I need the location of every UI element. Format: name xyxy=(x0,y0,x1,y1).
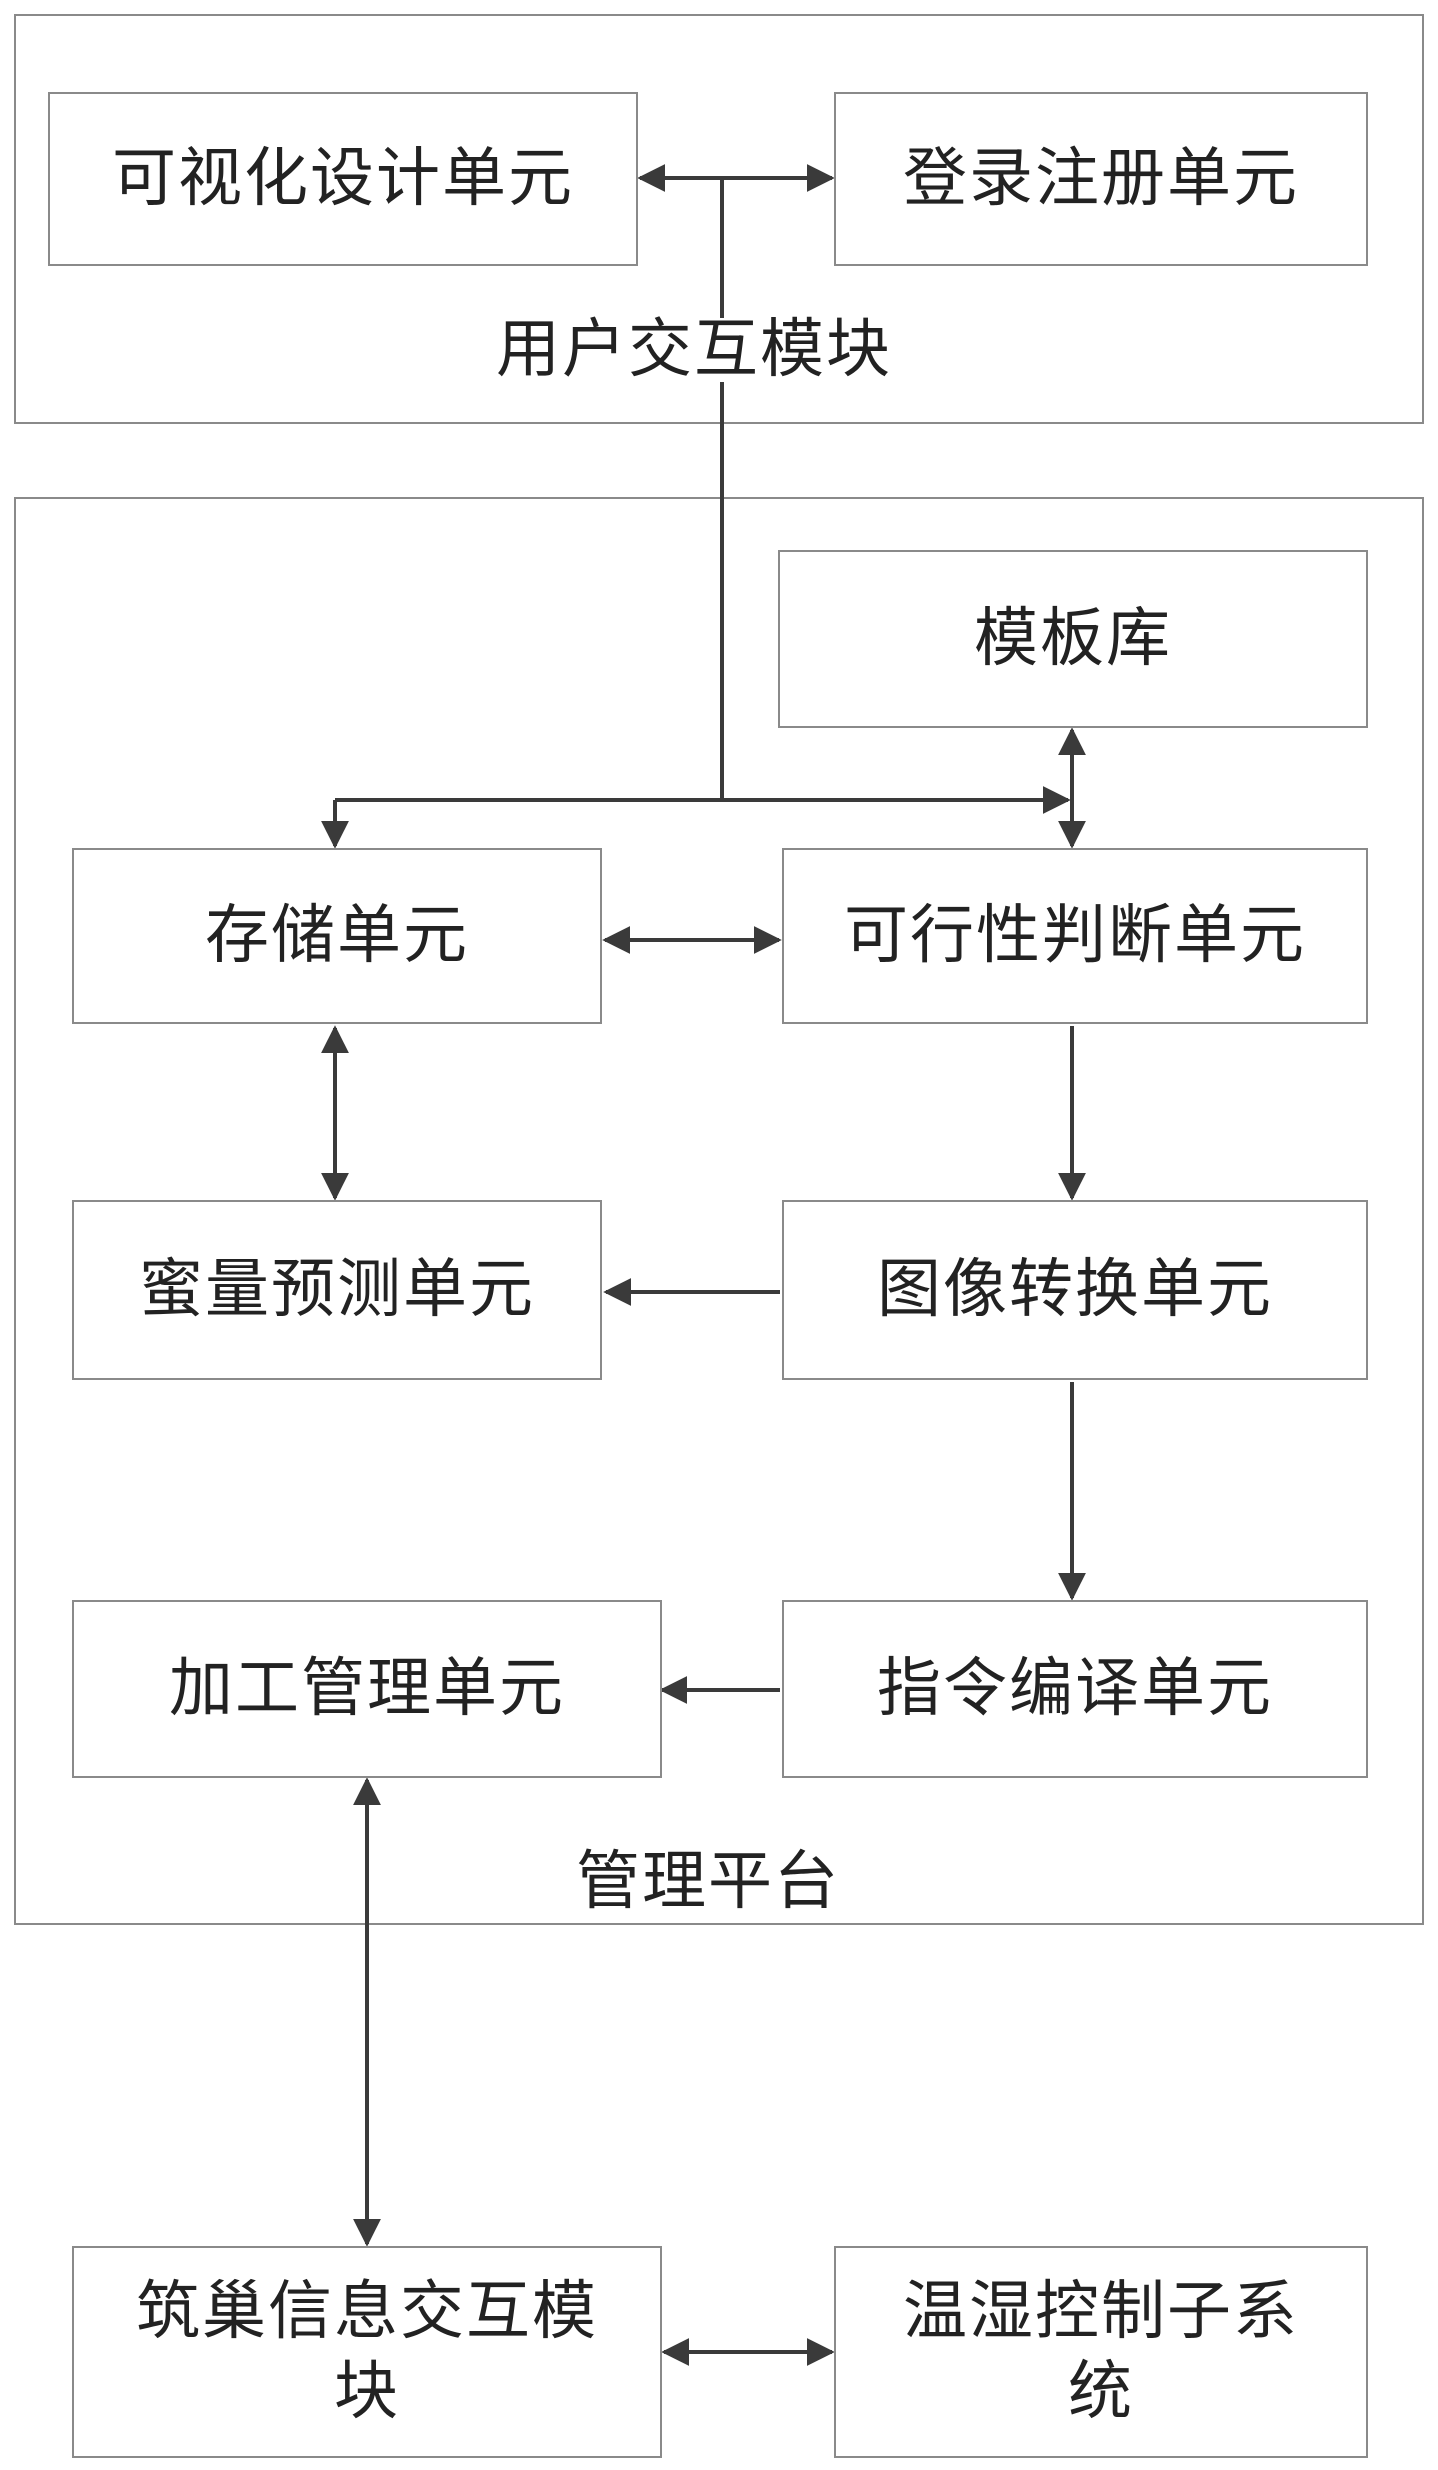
feasibility-judgment-unit-box: 可行性判断单元 xyxy=(782,848,1368,1024)
management-platform-label: 管理平台 xyxy=(572,1850,844,1914)
nest-info-interaction-module-label: 筑巢信息交互模块 xyxy=(136,2275,598,2429)
honey-yield-prediction-unit-box: 蜜量预测单元 xyxy=(72,1200,602,1380)
visual-design-unit-box: 可视化设计单元 xyxy=(48,92,638,266)
honey-yield-prediction-unit-label: 蜜量预测单元 xyxy=(139,1253,535,1327)
visual-design-unit-label: 可视化设计单元 xyxy=(112,142,574,216)
storage-unit-label: 存储单元 xyxy=(205,899,469,973)
user-interaction-module-group xyxy=(14,14,1424,424)
processing-management-unit-label: 加工管理单元 xyxy=(169,1652,565,1726)
user-interaction-module-label: 用户交互模块 xyxy=(492,318,896,382)
image-conversion-unit-box: 图像转换单元 xyxy=(782,1200,1368,1380)
storage-unit-box: 存储单元 xyxy=(72,848,602,1024)
management-platform-group xyxy=(14,497,1424,1925)
nest-info-interaction-module-box: 筑巢信息交互模块 xyxy=(72,2246,662,2458)
login-register-unit-box: 登录注册单元 xyxy=(834,92,1368,266)
instruction-compilation-unit-label: 指令编译单元 xyxy=(877,1652,1273,1726)
template-library-label: 模板库 xyxy=(974,602,1172,676)
template-library-box: 模板库 xyxy=(778,550,1368,728)
temp-humidity-control-subsystem-box: 温湿控制子系统 xyxy=(834,2246,1368,2458)
image-conversion-unit-label: 图像转换单元 xyxy=(877,1253,1273,1327)
login-register-unit-label: 登录注册单元 xyxy=(903,142,1299,216)
instruction-compilation-unit-box: 指令编译单元 xyxy=(782,1600,1368,1778)
temp-humidity-control-subsystem-label: 温湿控制子系统 xyxy=(903,2275,1299,2429)
feasibility-judgment-unit-label: 可行性判断单元 xyxy=(844,899,1306,973)
processing-management-unit-box: 加工管理单元 xyxy=(72,1600,662,1778)
